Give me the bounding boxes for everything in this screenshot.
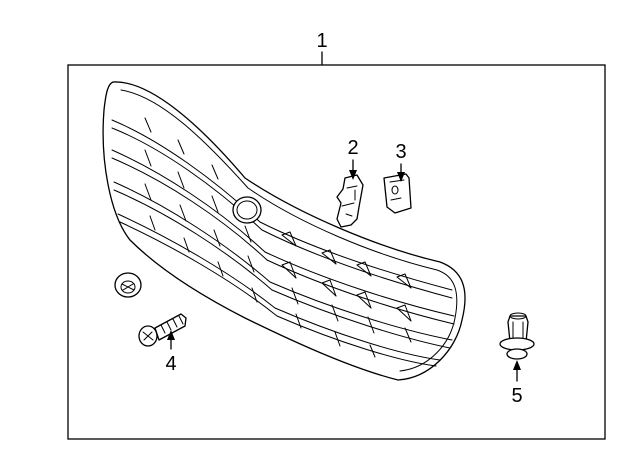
callout-1[interactable]: 1 xyxy=(316,30,328,66)
screw[interactable] xyxy=(138,313,187,347)
callout-5-label: 5 xyxy=(511,385,522,407)
clip[interactable] xyxy=(383,173,412,214)
bracket[interactable] xyxy=(336,174,364,228)
callout-4-label: 4 xyxy=(165,353,176,375)
grille-assembly xyxy=(102,81,466,381)
callout-4[interactable]: 4 xyxy=(165,330,177,375)
callout-3[interactable]: 3 xyxy=(395,141,407,182)
callout-3-label: 3 xyxy=(395,141,406,163)
push-retainer[interactable] xyxy=(499,312,535,360)
callout-2-label: 2 xyxy=(347,137,358,159)
diagram-frame xyxy=(67,64,606,440)
callout-5[interactable]: 5 xyxy=(511,360,523,407)
callout-2[interactable]: 2 xyxy=(347,137,359,180)
callout-1-label: 1 xyxy=(316,30,327,52)
emblem-nut xyxy=(114,272,142,298)
